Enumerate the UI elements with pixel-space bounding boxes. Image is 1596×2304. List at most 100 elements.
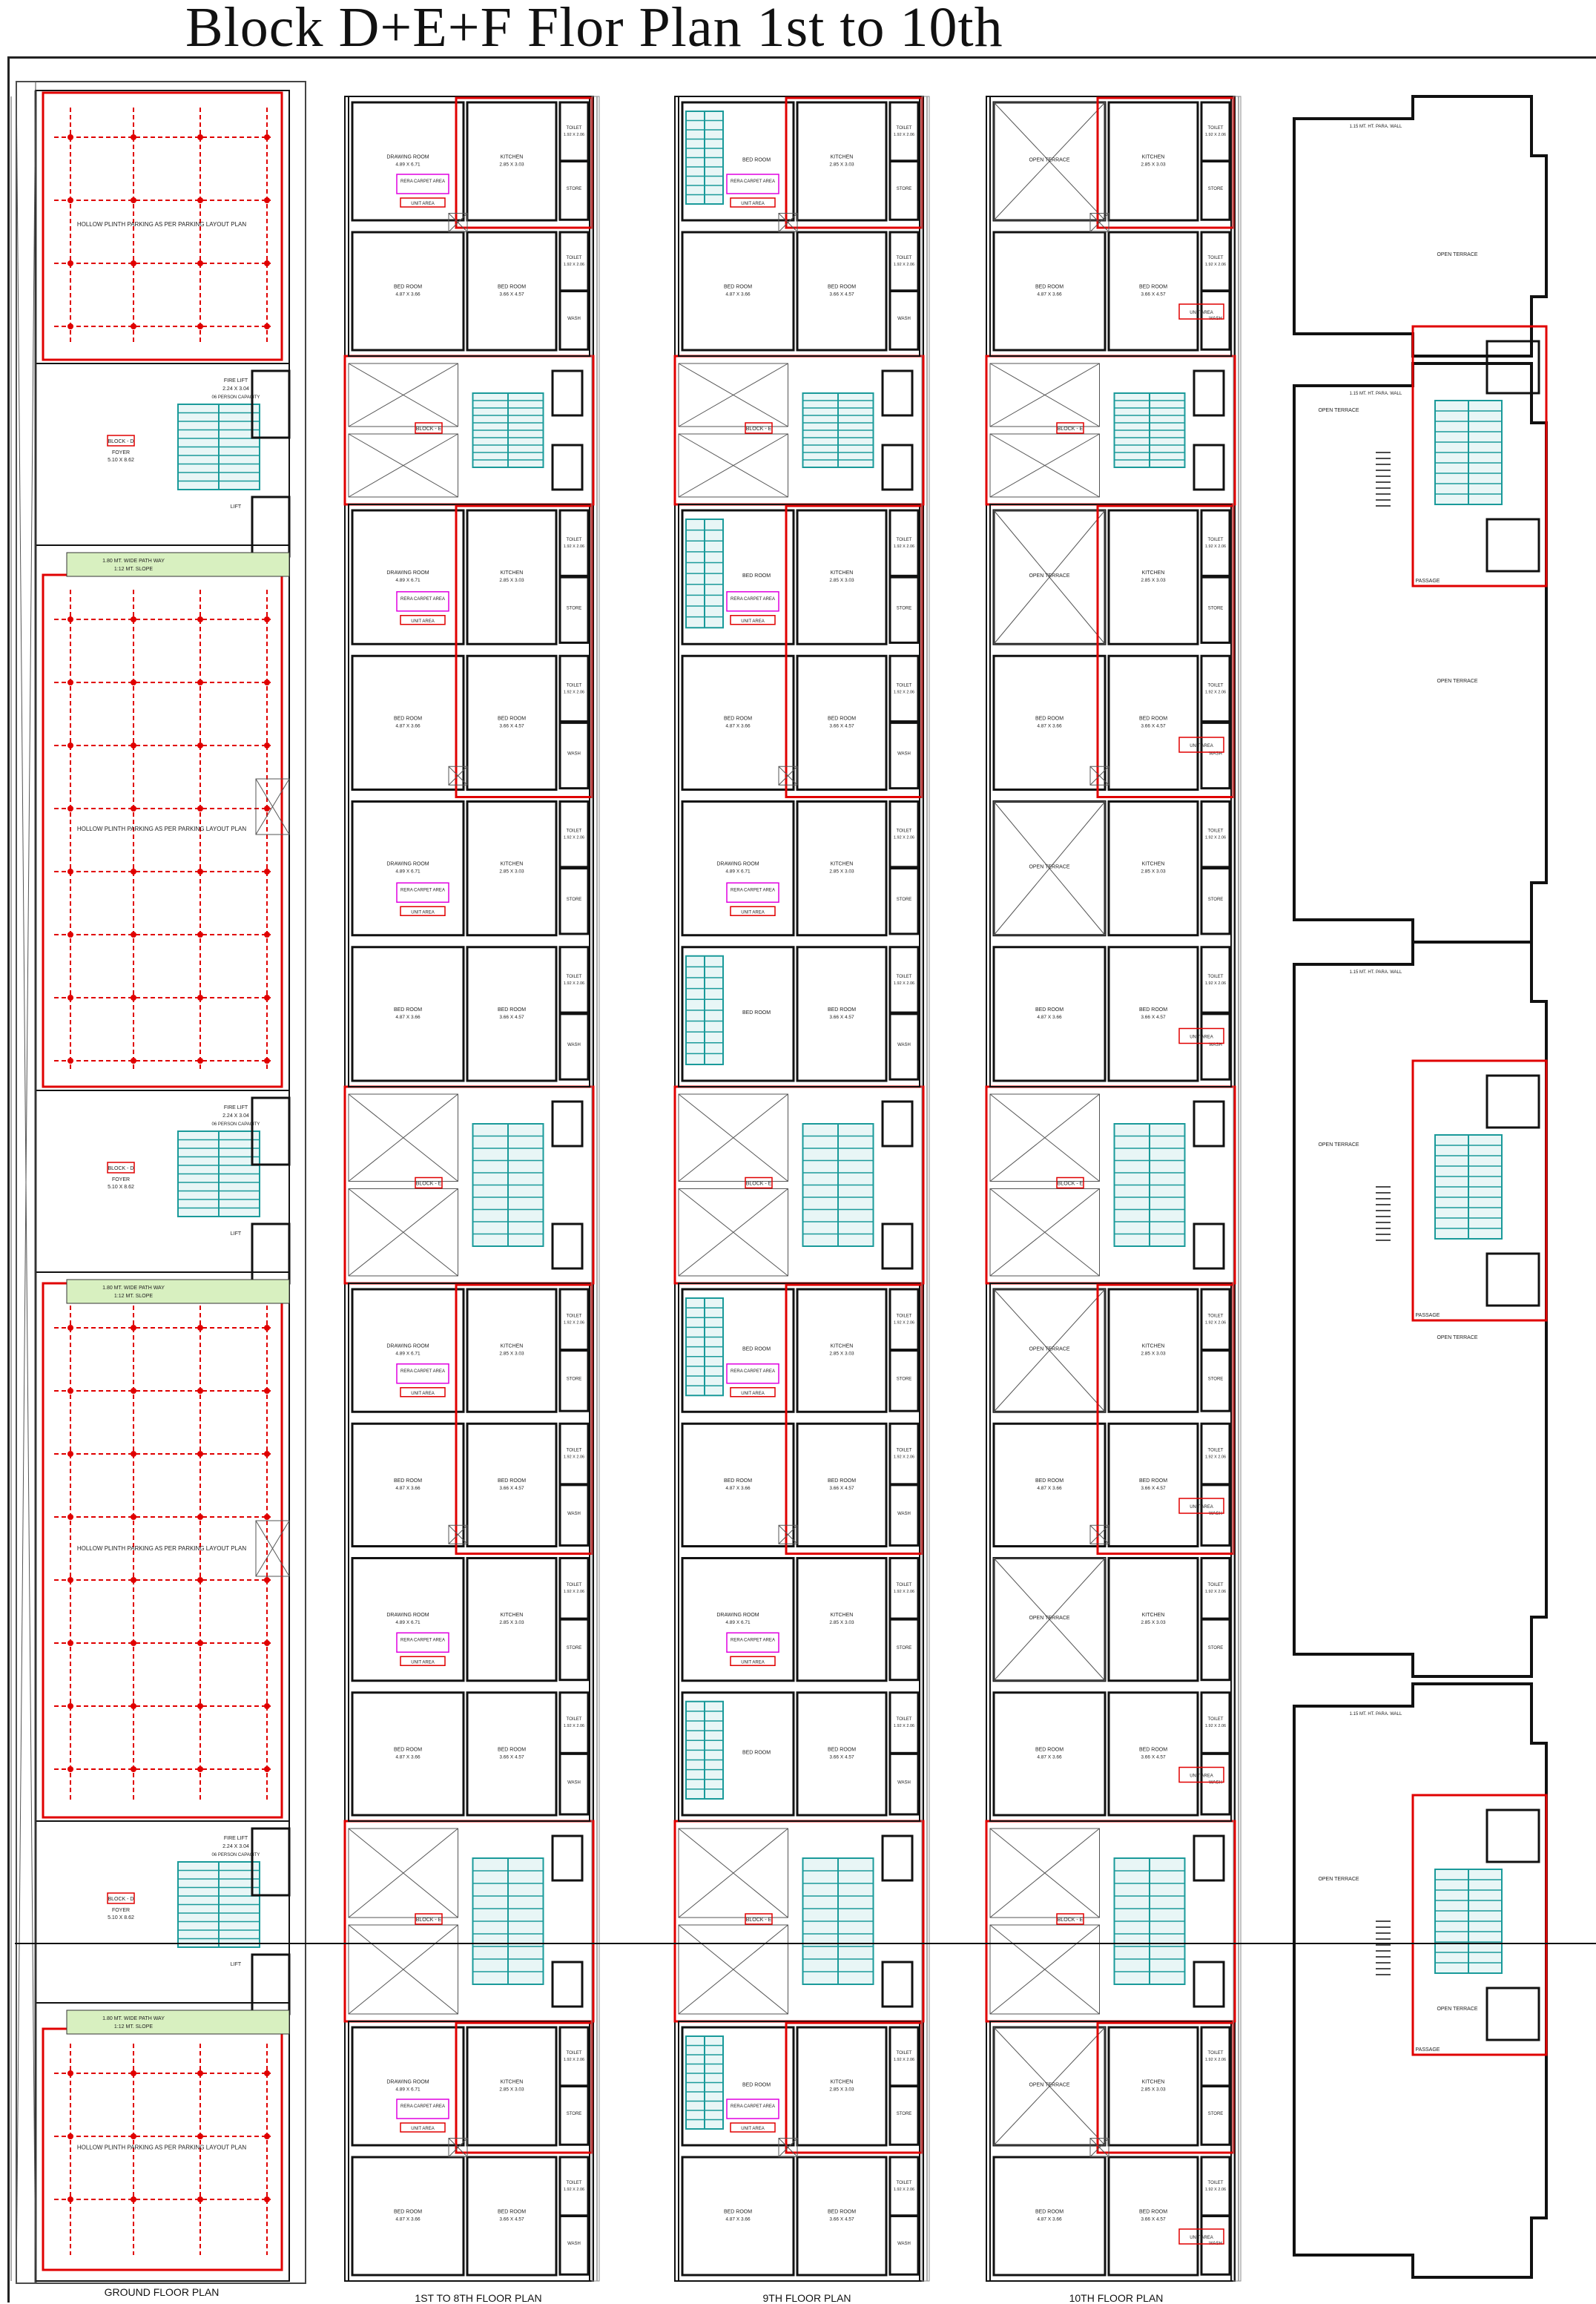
- fire-lift-shaft: [251, 1827, 291, 1897]
- toilet-size-label: 1.92 X 2.06: [564, 836, 584, 840]
- unit-area-label: UNIT AREA: [741, 910, 765, 915]
- room-right: [796, 654, 888, 791]
- toilet-size-label: 1.92 X 2.06: [894, 2188, 914, 2192]
- toilet-size-label: 1.92 X 2.06: [1205, 1455, 1226, 1460]
- passage-label: PASSAGE: [1416, 1313, 1440, 1318]
- lift-shaft: [881, 1100, 914, 1148]
- wash-room: [888, 1752, 920, 1816]
- lift-shaft: [251, 1953, 291, 2015]
- wash-room: [1200, 1013, 1231, 1081]
- toilet-room: [558, 509, 590, 577]
- wash-room: [888, 2085, 920, 2146]
- toilet-room: [888, 1557, 920, 1620]
- toilet-size-label: 1.92 X 2.06: [564, 1724, 584, 1728]
- unit-area-tag: [1178, 1027, 1224, 1044]
- toilet-label: TOILET: [567, 1583, 582, 1587]
- room-label: BED ROOM: [1139, 2210, 1167, 2215]
- wash-room: [888, 290, 920, 351]
- wash-room: [888, 1349, 920, 1412]
- wash-label: WASH: [567, 2242, 581, 2246]
- foyer-size-label: 5.10 X 8.62: [108, 458, 134, 463]
- terrace-outline: [1293, 941, 1548, 1678]
- room-left: [992, 231, 1107, 352]
- toilet-size-label: 1.92 X 2.06: [894, 1590, 914, 1594]
- toilet-label: TOILET: [897, 1314, 912, 1318]
- block-tag: [107, 1892, 135, 1904]
- open-terrace-label: OPEN TERRACE: [1437, 679, 1477, 684]
- room-label: KITCHEN: [831, 155, 854, 160]
- room-label: KITCHEN: [501, 2080, 524, 2085]
- room-label: BED ROOM: [1035, 1747, 1064, 1752]
- room-label: KITCHEN: [501, 570, 524, 576]
- toilet-label: TOILET: [1208, 2051, 1224, 2056]
- toilet-label: TOILET: [567, 2181, 582, 2185]
- core-outline: [1411, 325, 1548, 587]
- lobby-outline: [343, 1085, 595, 1285]
- room-right: [1107, 509, 1199, 645]
- room-right: [1107, 1288, 1199, 1413]
- room-right: [466, 654, 558, 791]
- block-tag: [107, 435, 135, 447]
- room-size-label: 2.85 X 3.03: [499, 1620, 524, 1625]
- lift-shaft: [1193, 1961, 1225, 2008]
- wash-room: [558, 576, 590, 644]
- block-tag: [745, 1176, 773, 1189]
- room-right: [1107, 231, 1199, 352]
- toilet-room: [888, 654, 920, 723]
- toilet-size-label: 1.92 X 2.06: [1205, 133, 1226, 137]
- wash-label: STORE: [567, 1646, 582, 1650]
- toilet-label: TOILET: [1208, 538, 1224, 542]
- ground-void: [255, 1520, 290, 1577]
- wash-room: [558, 721, 590, 790]
- room-label: BED ROOM: [498, 2210, 526, 2215]
- lift-label: LIFT: [231, 1962, 242, 1967]
- block-tag: [745, 1913, 773, 1925]
- room-label: BED ROOM: [498, 1747, 526, 1752]
- open-terrace-label: OPEN TERRACE: [1437, 252, 1477, 257]
- carpet-area-label: RERA CARPET AREA: [400, 180, 445, 184]
- room-size-label: 3.66 X 4.57: [499, 723, 524, 728]
- apartment-band: [989, 1283, 1232, 1822]
- duct-cross: [448, 213, 468, 232]
- duct-cross: [448, 2138, 468, 2157]
- block-tag: [415, 1176, 443, 1189]
- room-label: KITCHEN: [1142, 155, 1165, 160]
- toilet-label: TOILET: [567, 538, 582, 542]
- wash-room: [1200, 2085, 1231, 2146]
- room-label: BED ROOM: [498, 285, 526, 290]
- void-cross-line: [448, 213, 468, 232]
- apartment-band: [989, 2021, 1232, 2282]
- room-right: [466, 2156, 558, 2277]
- side-strip: [921, 96, 930, 2282]
- room-label: BED ROOM: [828, 1478, 856, 1484]
- room-left: [351, 1691, 465, 1817]
- unit-area-label: UNIT AREA: [1190, 1505, 1213, 1510]
- room-label: KITCHEN: [1142, 1344, 1165, 1349]
- lobby-outline: [343, 355, 595, 506]
- room-right: [466, 1557, 558, 1682]
- room-left: [351, 654, 465, 791]
- open-void: [993, 801, 1106, 936]
- slope-label: 1:12 MT. SLOPE: [114, 1294, 153, 1299]
- room-size-label: 4.89 X 6.71: [725, 1620, 751, 1625]
- parking-note-label: HOLLOW PLINTH PARKING AS PER PARKING LAY…: [77, 1545, 247, 1552]
- pathway-label: 1.80 MT. WIDE PATH WAY: [102, 2016, 165, 2021]
- block-tag-label: BLOCK - D: [108, 439, 133, 444]
- apartment-band: [678, 1283, 920, 1822]
- room-label: BED ROOM: [394, 1007, 422, 1013]
- unit-area-tag: [1178, 1766, 1224, 1783]
- room-label: KITCHEN: [501, 155, 524, 160]
- room-left: [351, 231, 465, 352]
- room-left: [351, 1557, 465, 1682]
- toilet-label: TOILET: [1208, 2181, 1224, 2185]
- lift-shaft: [1193, 1222, 1225, 1270]
- carpet-area-tag: [396, 591, 449, 612]
- toilet-label: TOILET: [897, 2181, 912, 2185]
- void-cross-line: [16, 81, 36, 2284]
- void-cross-line: [989, 433, 1100, 498]
- carpet-area-tag: [396, 1632, 449, 1653]
- parking-note-label: HOLLOW PLINTH PARKING AS PER PARKING LAY…: [77, 221, 247, 228]
- lobby-void: [989, 1924, 1100, 2015]
- void-cross-line: [778, 213, 798, 232]
- toilet-size-label: 1.92 X 2.06: [1205, 690, 1226, 694]
